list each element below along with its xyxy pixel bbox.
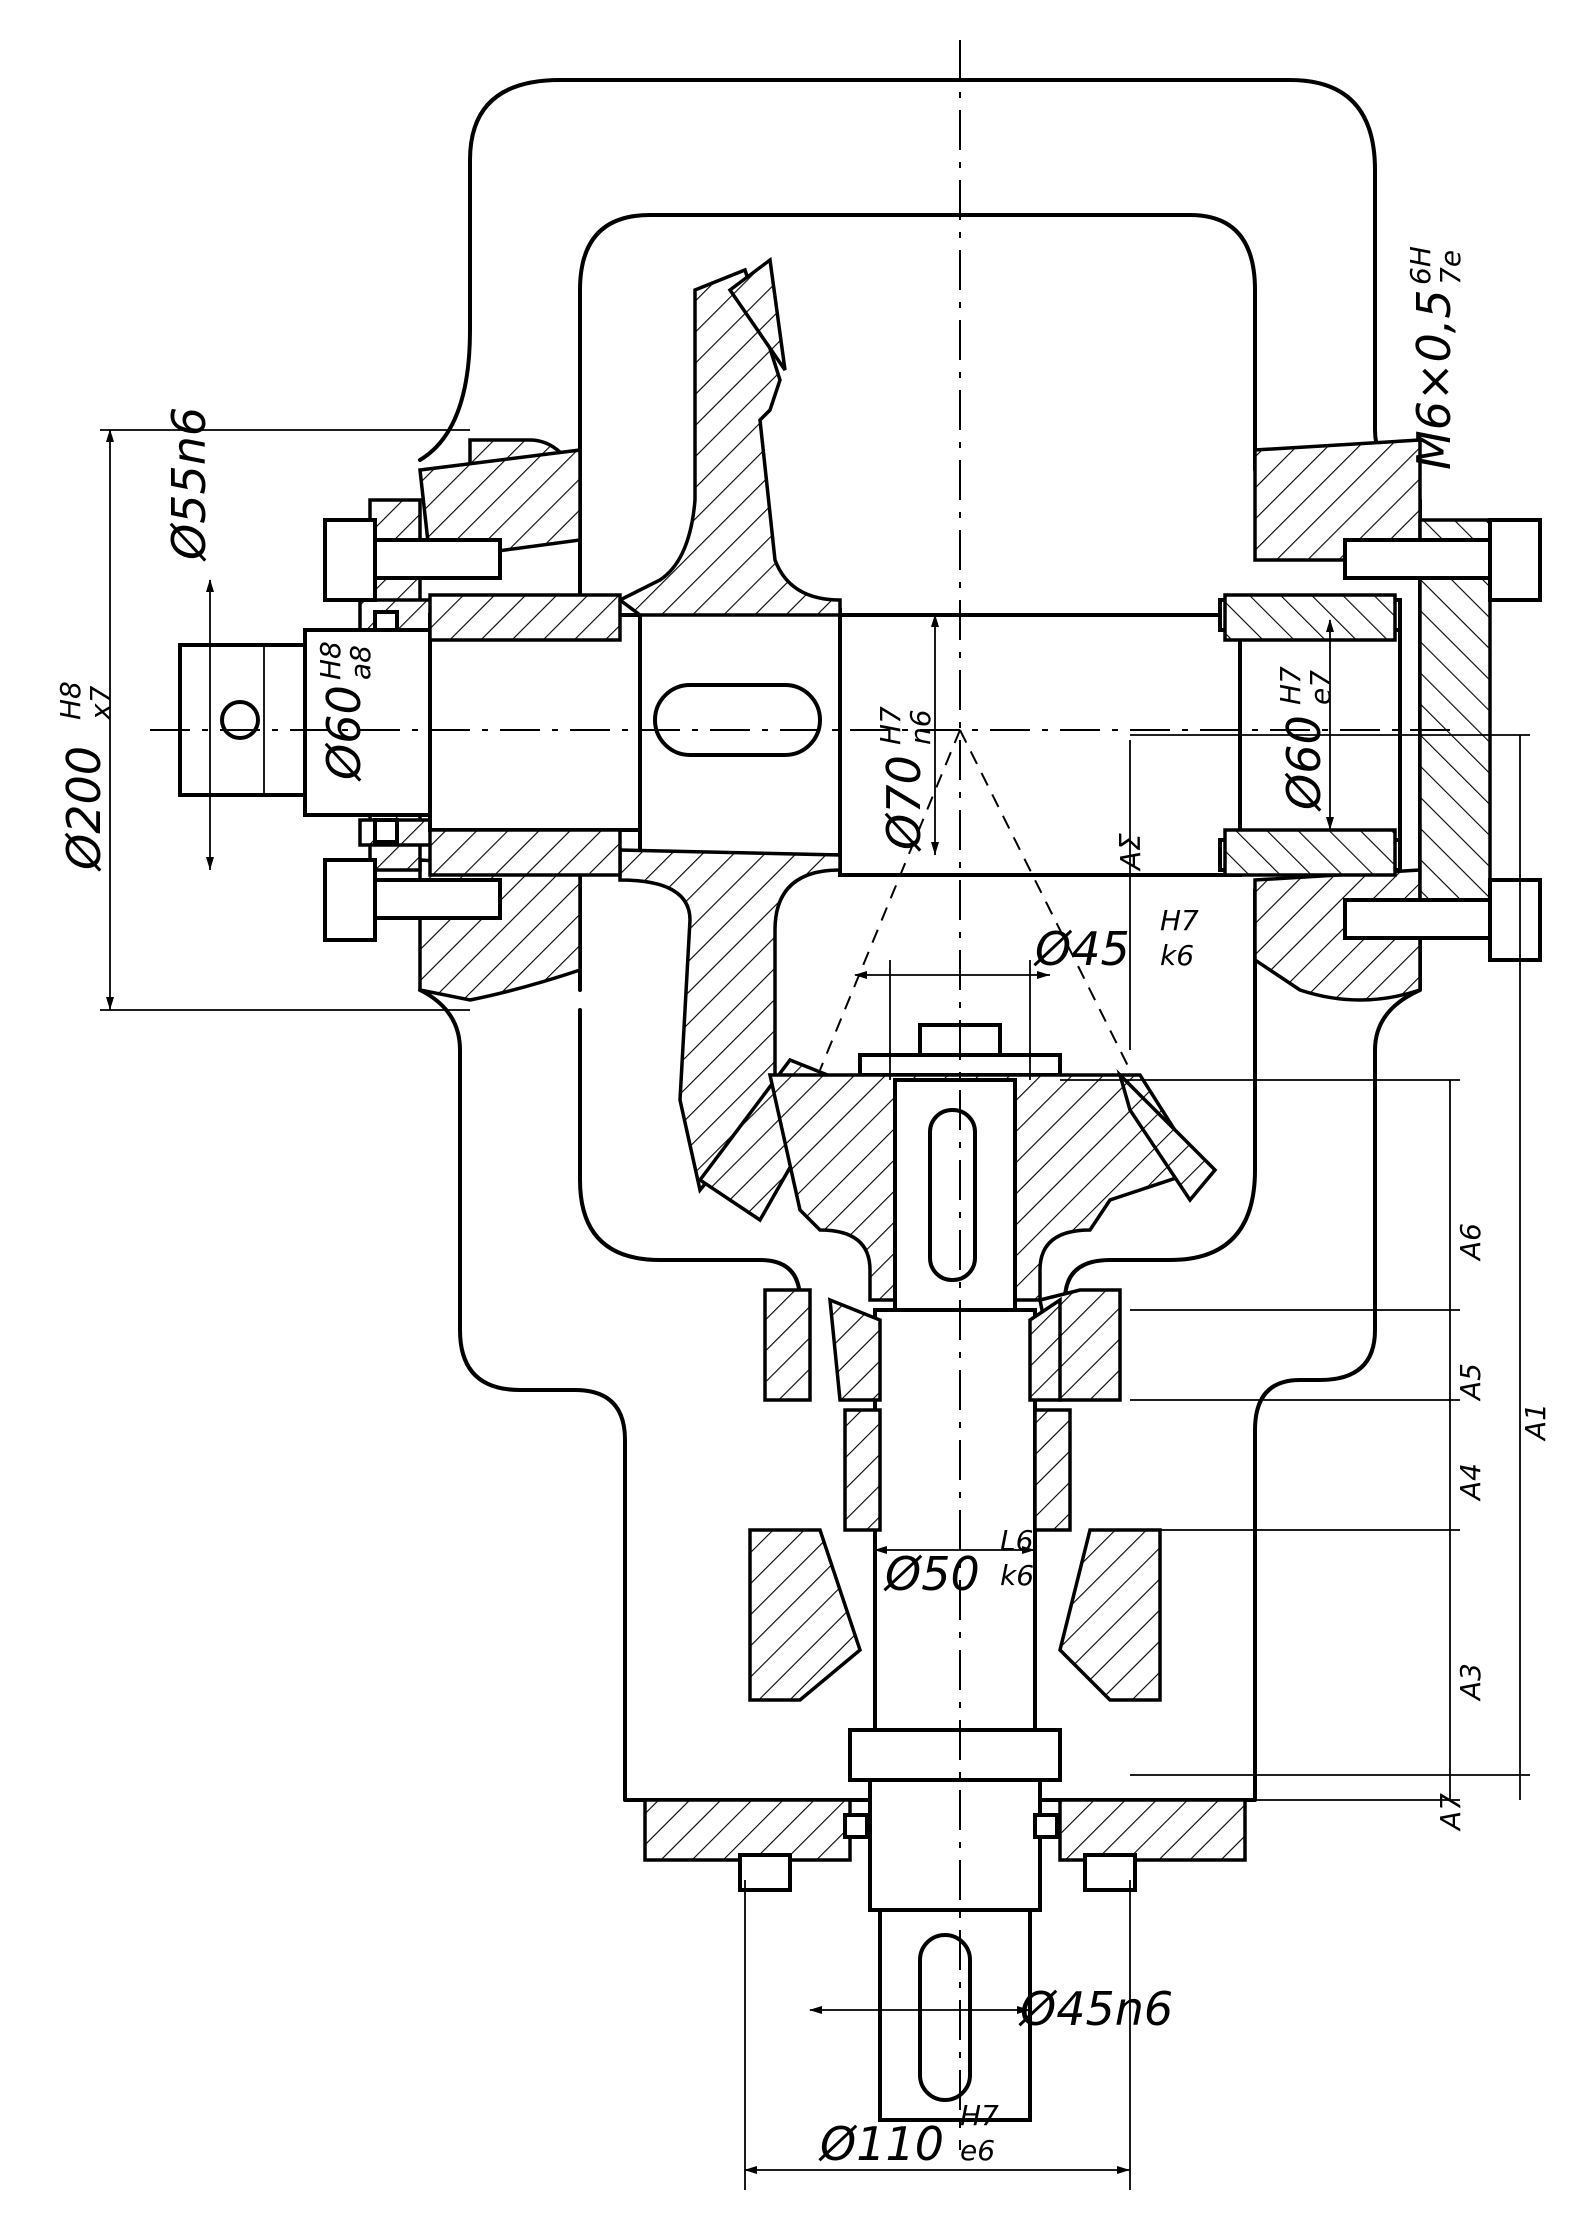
label-thread-fit-bot: 7e [1434, 250, 1467, 285]
label-d70-fit-bot: n6 [904, 709, 937, 745]
label-d45: Ø45 [1033, 922, 1130, 976]
dimension-chain [1060, 734, 1530, 1801]
label-thread: M6×0,5 [1407, 289, 1461, 470]
label-d45n6: Ø45n6 [1018, 1982, 1173, 2036]
bolt-left-bottom [323, 858, 502, 942]
label-d55: Ø55n6 [162, 407, 216, 562]
label-thread-fit-top: 6H [1404, 246, 1437, 285]
bolt-bottom-right [1083, 1853, 1137, 1892]
label-a7: A7 [1434, 1793, 1467, 1832]
label-d60-left: Ø60 [317, 685, 371, 782]
label-d110-fit-bot: e6 [960, 2134, 995, 2167]
label-a4: A4 [1454, 1463, 1487, 1502]
housing-wall-left [418, 438, 582, 1002]
bottom-cover [643, 1798, 1247, 1862]
label-d60-left-fit-bot: a8 [344, 645, 377, 680]
label-a2: AΣ [1114, 833, 1147, 872]
label-a6: A6 [1454, 1223, 1487, 1262]
upper-bearing [763, 1288, 1122, 1402]
housing-outer [418, 78, 1422, 1802]
label-d50-fit-top: L6 [1000, 1524, 1033, 1557]
label-d70-fit-top: H7 [874, 706, 907, 745]
label-d60-right: Ø60 [1277, 715, 1331, 812]
dimension-d110 [744, 1880, 1131, 2190]
bolt-bottom-left [738, 1853, 792, 1892]
label-d45-fit-top: H7 [1160, 904, 1199, 937]
label-d200-fit-bot: x7 [84, 685, 117, 721]
label-d50: Ø50 [883, 1547, 980, 1601]
label-a5: A5 [1454, 1363, 1487, 1402]
pitch-cone-line-1 [959, 729, 1131, 1071]
spacer-sleeve [843, 1408, 1072, 1532]
label-d60-left-fit-top: H8 [314, 641, 347, 680]
label-d60-right-fit-bot: e7 [1304, 670, 1337, 705]
lower-bearing [748, 1528, 1162, 1702]
bolt-right-top [1343, 518, 1542, 602]
label-d60-right-fit-top: H7 [1274, 666, 1307, 705]
label-d50-fit-bot: k6 [1000, 1559, 1034, 1592]
dimension-d45 [854, 960, 1050, 1080]
label-d45-fit-bot: k6 [1160, 939, 1194, 972]
label-d110-fit-top: H7 [960, 2099, 999, 2132]
label-a3: A3 [1454, 1663, 1487, 1702]
bolt-left-top [323, 518, 502, 602]
label-d70: Ø70 [877, 755, 931, 852]
right-bearing-sleeve [1223, 593, 1397, 877]
housing-inner [578, 213, 1257, 1302]
label-d110: Ø110 [818, 2117, 944, 2171]
label-d200-fit-top: H8 [54, 681, 87, 720]
label-d200: Ø200 [57, 746, 111, 872]
horizontal-shaft [178, 598, 1402, 877]
bolt-right-bottom [1343, 878, 1542, 962]
left-bearing-sleeve [428, 593, 622, 877]
label-a1: A1 [1519, 1403, 1552, 1442]
dimension-d200 [100, 429, 470, 1011]
